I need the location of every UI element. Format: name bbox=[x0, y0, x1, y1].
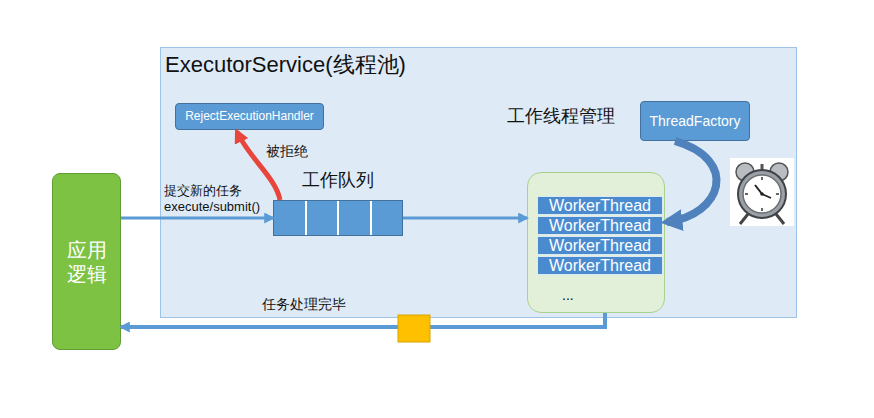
worker-pool: ...WorkerThreadWorkerThreadWorkerThreadW… bbox=[527, 172, 665, 313]
clock-tick bbox=[745, 193, 748, 195]
worker-thread-bar: WorkerThread bbox=[537, 256, 663, 275]
worker-thread-bar: WorkerThread bbox=[537, 196, 663, 215]
edge-label-anchor: 提交新的任务 execute/submit() bbox=[164, 183, 272, 214]
connector-arrow bbox=[237, 132, 280, 200]
connector-arrow bbox=[667, 141, 717, 222]
box-text: RejectExecutionHandler bbox=[185, 109, 314, 123]
worker-thread-bar: WorkerThread bbox=[537, 236, 663, 255]
clock-pivot bbox=[760, 192, 764, 196]
queue-heading: 工作队列 bbox=[302, 170, 374, 192]
edge-label: 被拒绝 bbox=[266, 143, 308, 160]
worker-thread-text: WorkerThread bbox=[549, 236, 651, 255]
ellipsis-text: ... bbox=[562, 287, 574, 304]
queue-cell-divider bbox=[370, 201, 372, 235]
edge-label-anchor: 任务处理完毕 bbox=[262, 296, 346, 313]
worker-thread-text: WorkerThread bbox=[549, 196, 651, 215]
app-logic-box: 应用 逻辑 bbox=[52, 173, 121, 350]
thread-factory-box: ThreadFactory bbox=[640, 101, 750, 141]
thread-pool-panel: ExecutorService(线程池) RejectExecutionHandl… bbox=[160, 47, 797, 318]
connector-arrow bbox=[403, 217, 527, 220]
clock-body bbox=[738, 170, 786, 218]
queue-cell-divider bbox=[337, 201, 339, 235]
edge-label-anchor: 被拒绝 bbox=[266, 143, 308, 160]
edge-label: 提交新的任务 execute/submit() bbox=[164, 183, 272, 214]
alarm-clock-icon bbox=[730, 158, 794, 226]
result-token bbox=[398, 315, 430, 342]
queue-cell-divider bbox=[305, 201, 307, 235]
reject-handler-box: RejectExecutionHandler bbox=[175, 103, 324, 130]
clock-face bbox=[743, 175, 781, 213]
clock-tick bbox=[761, 177, 763, 180]
clock-tick bbox=[761, 208, 763, 211]
box-text: ThreadFactory bbox=[649, 113, 740, 130]
work-queue: 工作队列 bbox=[273, 200, 403, 236]
section-label: 工作线程管理 bbox=[507, 106, 615, 128]
clock-tick bbox=[776, 193, 779, 195]
clock-leg bbox=[776, 214, 784, 224]
clock-leg bbox=[740, 214, 748, 224]
label-anchor: 工作线程管理 bbox=[507, 106, 615, 128]
connector-arrow bbox=[121, 313, 605, 327]
panel-title: ExecutorService(线程池) bbox=[165, 52, 406, 78]
clock-ground bbox=[730, 158, 794, 226]
app-logic-text: 应用 逻辑 bbox=[53, 238, 120, 286]
worker-thread-text: WorkerThread bbox=[549, 256, 651, 275]
worker-thread-text: WorkerThread bbox=[549, 216, 651, 235]
connector-arrow bbox=[121, 217, 273, 220]
worker-thread-bar: WorkerThread bbox=[537, 216, 663, 235]
edge-label: 任务处理完毕 bbox=[262, 296, 346, 313]
